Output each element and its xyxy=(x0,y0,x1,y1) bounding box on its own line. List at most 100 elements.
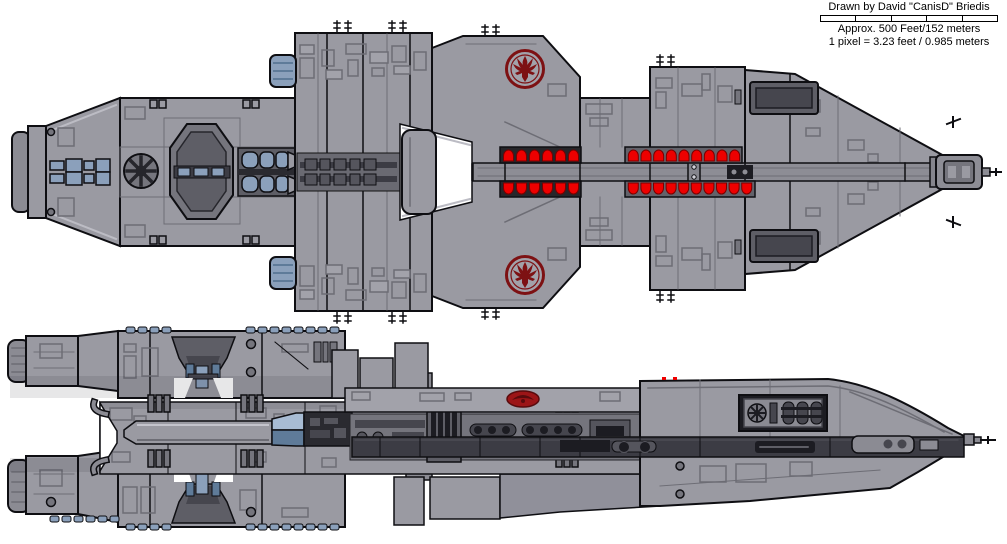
greeble-bump xyxy=(49,515,60,523)
launch-light xyxy=(716,149,728,162)
antenna-mast-icon xyxy=(333,310,341,324)
vent-slot xyxy=(248,449,256,468)
hull-door xyxy=(413,273,427,293)
position-light xyxy=(662,377,666,380)
greeble-bump xyxy=(245,523,256,531)
hull-door xyxy=(391,45,407,63)
hull-door xyxy=(325,69,343,80)
hull-door xyxy=(371,67,385,77)
antenna-masts xyxy=(333,20,675,324)
scale-length-label: Approx. 500 Feet/152 meters xyxy=(837,23,981,35)
launch-lights xyxy=(503,149,753,195)
launch-light xyxy=(542,149,553,162)
colonial-phoenix-emblem xyxy=(505,49,545,89)
greeble-bump xyxy=(125,523,136,531)
greeble-bump xyxy=(293,523,304,531)
launch-light xyxy=(653,182,664,195)
greeble-bump xyxy=(137,523,148,531)
launch-light xyxy=(703,149,715,162)
launch-light xyxy=(529,149,540,162)
antenna-mast-icon xyxy=(656,289,664,303)
stern-thruster-rods xyxy=(49,158,111,186)
launch-light xyxy=(690,182,702,195)
launch-light xyxy=(728,182,740,195)
greeble-bump xyxy=(281,523,292,531)
dorsal-ridge-band xyxy=(344,387,641,413)
pixel-scale-label: 1 pixel = 3.23 feet / 0.985 meters xyxy=(828,36,990,48)
colonial-emblem-side xyxy=(506,390,540,408)
vent-slot xyxy=(155,394,163,413)
greeble-bump xyxy=(257,326,268,334)
launch-light xyxy=(568,149,579,162)
greeble-bump xyxy=(245,326,256,334)
hull-door xyxy=(345,289,367,301)
greeble-bump xyxy=(305,523,316,531)
lateral-side-view xyxy=(7,326,996,531)
launch-light xyxy=(691,149,703,162)
launch-light xyxy=(665,182,677,195)
ventral-block xyxy=(429,476,501,520)
antenna-mast-icon xyxy=(399,20,407,34)
hull-door xyxy=(369,51,389,64)
upper-engine-pod xyxy=(7,326,346,399)
greeble-bump xyxy=(137,326,148,334)
vent-slot xyxy=(240,394,248,413)
hull-door xyxy=(413,51,427,71)
credit-line: Drawn by David "CanisD" Briedis xyxy=(828,1,990,13)
hull-door xyxy=(299,57,315,79)
antenna-mast-icon xyxy=(344,310,352,324)
title-block: Drawn by David "CanisD" Briedis Approx. … xyxy=(812,1,1006,49)
vent-slot xyxy=(147,449,155,468)
position-light xyxy=(673,377,677,380)
hull-greeble-bumps xyxy=(49,515,340,531)
scale-bar-segment xyxy=(856,16,892,21)
hull-door xyxy=(299,265,315,287)
hull-door xyxy=(321,277,335,295)
hull-door xyxy=(299,289,315,300)
launch-light xyxy=(516,182,527,195)
antenna-mast-icon xyxy=(656,54,664,68)
colonial-phoenix-emblem xyxy=(505,255,545,295)
greeble-bump xyxy=(293,326,304,334)
launch-light xyxy=(640,182,652,195)
greeble-bump xyxy=(329,523,340,531)
launch-light xyxy=(678,182,690,195)
launch-light xyxy=(665,149,677,162)
scale-bar xyxy=(820,15,998,22)
launch-light xyxy=(627,182,639,195)
greeble-bump xyxy=(329,326,340,334)
vent-slot xyxy=(163,449,171,468)
vent-slot xyxy=(240,449,248,468)
dorsal-top-view xyxy=(11,20,1002,324)
vent-slot xyxy=(155,449,163,468)
greeble-bump xyxy=(85,515,96,523)
launch-light xyxy=(703,182,715,195)
reactor-hexagon xyxy=(163,117,241,225)
greeble-bump xyxy=(125,326,136,334)
scale-bar-segment xyxy=(927,16,963,21)
launch-light xyxy=(729,149,741,162)
launch-light xyxy=(503,182,514,195)
vent-slot xyxy=(248,394,256,413)
antenna-mast-icon xyxy=(388,20,396,34)
hull-door xyxy=(393,269,411,279)
hull-door xyxy=(299,44,315,55)
launch-light xyxy=(568,182,579,195)
greeble-bump xyxy=(317,523,328,531)
launch-light xyxy=(542,182,553,195)
antenna-mast-icon xyxy=(388,310,396,324)
keel-spar xyxy=(123,411,353,447)
antenna-mast-icon xyxy=(667,54,675,68)
scale-bar-segment xyxy=(892,16,928,21)
greeble-bump xyxy=(161,326,172,334)
ventral-hull xyxy=(499,473,661,519)
amidships-block xyxy=(269,32,433,312)
greeble-bump xyxy=(269,326,280,334)
bow-antenna-icon xyxy=(945,116,962,228)
lateral-bow xyxy=(351,377,996,507)
launch-light xyxy=(503,149,514,162)
hull-door xyxy=(325,264,343,275)
drive-piston-assembly xyxy=(237,147,303,197)
greeble-bump xyxy=(97,515,108,523)
